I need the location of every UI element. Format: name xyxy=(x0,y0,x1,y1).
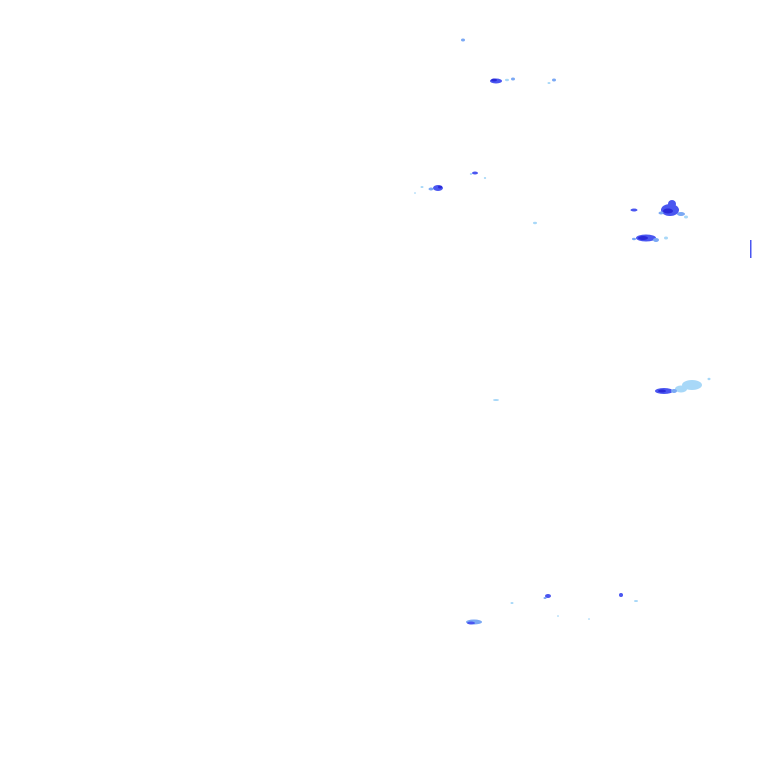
echo-cluster-right-upper xyxy=(630,200,688,242)
echo-cluster-upper-left xyxy=(414,171,537,225)
echo-cluster-top-1 xyxy=(461,38,465,42)
echo-cluster-top-2 xyxy=(490,77,556,84)
echo-cluster-middle-right xyxy=(493,377,711,401)
echo-cluster-lower xyxy=(466,593,638,625)
echo-sliver-right-edge xyxy=(750,240,752,258)
